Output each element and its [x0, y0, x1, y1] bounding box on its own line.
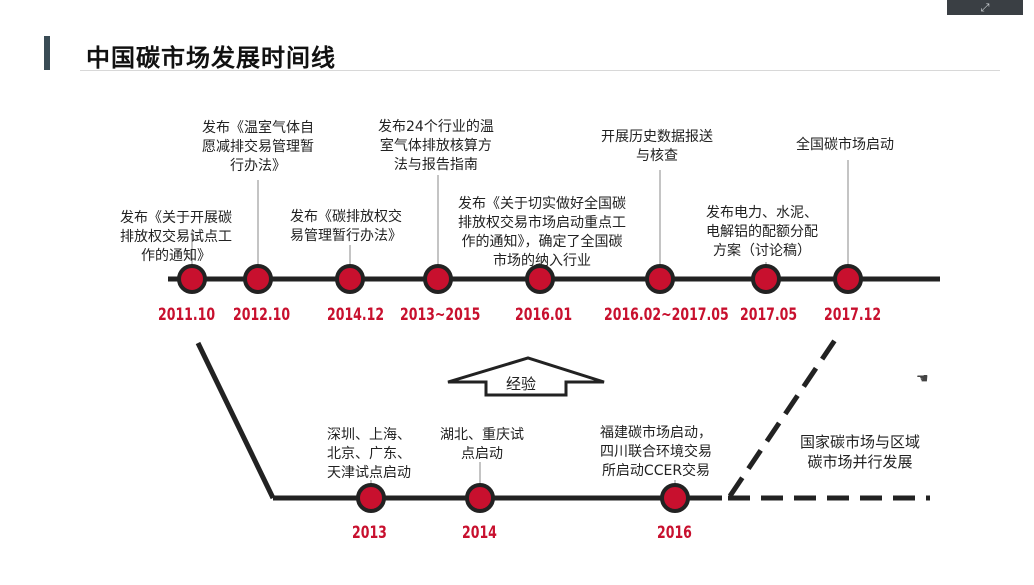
event-2017-12-text: 全国碳市场启动 [796, 137, 894, 153]
node-2016-02 [645, 264, 675, 294]
title-accent-bar [44, 36, 50, 70]
node-2017-12 [833, 264, 863, 294]
year-2017-12: 2017.12 [824, 305, 882, 325]
event-2017-05-text: 发布电力、水泥、电解铝的配额分配方案（讨论稿） [706, 205, 818, 259]
year-2014: 2014 [462, 523, 497, 543]
top-nodes [177, 264, 863, 294]
top-tick-lines [191, 160, 849, 270]
node-2016-01 [525, 264, 555, 294]
year-2011-10: 2011.10 [158, 305, 216, 325]
page-title: 中国碳市场发展时间线 [86, 44, 336, 72]
future-text: 国家碳市场与区域碳市场并行发展 [800, 433, 921, 471]
year-2016-02-2017-05: 2016.02~2017.05 [604, 305, 729, 325]
expand-icon[interactable]: ⤢ [947, 0, 1023, 15]
year-2013: 2013 [352, 523, 387, 543]
top-strip [0, 0, 1034, 14]
event-2013-text: 深圳、上海、北京、广东、天津试点启动 [327, 427, 411, 481]
node-2012-10 [243, 264, 273, 294]
event-2013-2015-text: 发布24个行业的温室气体排放核算方法与报告指南 [378, 119, 494, 173]
node-2014 [465, 483, 495, 513]
node-2017-05 [751, 264, 781, 294]
node-2013 [356, 483, 386, 513]
connector-line [195, 341, 276, 500]
node-2013-2015 [423, 264, 453, 294]
bottom-nodes [356, 483, 690, 513]
event-2011-10-text: 发布《关于开展碳排放权交易试点工作的通知》 [120, 210, 232, 264]
experience-arrow-label: 经验 [506, 375, 537, 393]
event-2012-10-text: 发布《温室气体自愿减排交易管理暂行办法》 [202, 120, 314, 174]
event-2014-12-text: 发布《碳排放权交易管理暂行办法》 [290, 209, 402, 244]
event-2016-02-text: 开展历史数据报送与核查 [601, 129, 713, 164]
year-2016-01: 2016.01 [515, 305, 573, 325]
merge-dashed-line [727, 338, 838, 498]
year-2013-2015: 2013~2015 [400, 305, 481, 325]
event-2016-text: 福建碳市场启动，四川联合环境交易所启动CCER交易 [600, 425, 712, 479]
year-2017-05: 2017.05 [740, 305, 798, 325]
title-divider [80, 70, 1000, 71]
event-2016-01-text: 发布《关于切实做好全国碳排放权交易市场启动重点工作的通知》，确定了全国碳市场的纳… [458, 196, 626, 269]
event-2014-text: 湖北、重庆试点启动 [440, 427, 524, 462]
year-2016: 2016 [657, 523, 692, 543]
year-2012-10: 2012.10 [233, 305, 291, 325]
hand-cursor-icon: ☚ [916, 371, 929, 387]
year-2014-12: 2014.12 [327, 305, 385, 325]
node-2014-12 [335, 264, 365, 294]
experience-arrow [447, 356, 605, 397]
node-2011-10 [177, 264, 207, 294]
node-2016 [660, 483, 690, 513]
